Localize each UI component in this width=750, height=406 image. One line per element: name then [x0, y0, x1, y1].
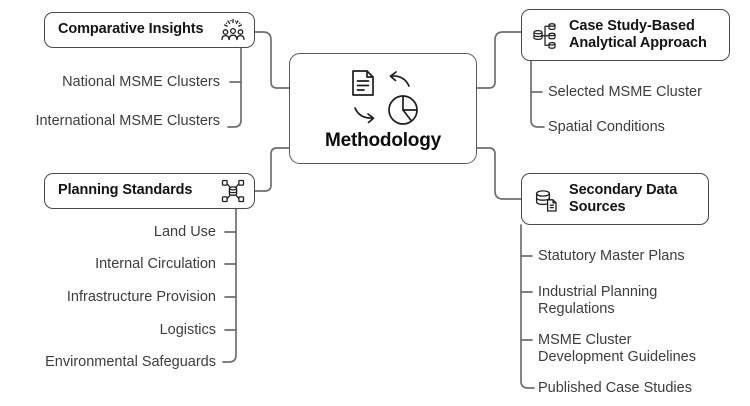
leaf-msme-cluster-development-guidelines: MSME Cluster Development Guidelines [538, 332, 696, 366]
database-hierarchy-icon [533, 23, 556, 49]
leaf-selected-msme-cluster: Selected MSME Cluster [548, 84, 702, 100]
arrow-right-curved-icon [354, 106, 375, 123]
branch-label-secondary-data-sources: Secondary Data Sources [569, 181, 678, 215]
wire-trunk-comparative [227, 47, 242, 128]
leaf-published-case-studies: Published Case Studies [538, 380, 692, 396]
leaf-statutory-master-plans: Statutory Master Plans [538, 248, 685, 264]
wire-trunk-secondary [520, 224, 535, 389]
leaf-national-msme-clusters: National MSME Clusters [62, 74, 220, 90]
leaf-logistics: Logistics [159, 322, 216, 338]
document-icon [352, 69, 374, 96]
wire-center-to-secondary [476, 147, 522, 200]
leaf-industrial-planning-regulations: Industrial Planning Regulations [538, 284, 658, 318]
pie-chart-icon [388, 94, 418, 125]
leaf-infrastructure-provision: Infrastructure Provision [66, 289, 216, 305]
leaf-international-msme-clusters: International MSME Clusters [35, 113, 220, 129]
database-document-icon [535, 190, 557, 212]
branch-node-secondary-data-sources[interactable]: Secondary Data Sources [521, 173, 709, 225]
branch-label-planning-standards: Planning Standards [58, 182, 193, 199]
branch-node-comparative-insights[interactable]: Comparative Insights [44, 12, 255, 48]
wire-trunk-planning [222, 208, 237, 363]
leaf-spatial-conditions: Spatial Conditions [548, 119, 665, 135]
wire-center-to-comparative [254, 31, 290, 89]
methodology-icon-group [352, 69, 418, 125]
wire-center-to-planning [254, 147, 290, 192]
network-nodes-icon [221, 179, 245, 203]
leaf-environmental-safeguards: Environmental Safeguards [45, 354, 216, 370]
branch-node-case-study-based-analytical-approach[interactable]: Case Study-Based Analytical Approach [521, 9, 730, 61]
branch-label-comparative-insights: Comparative Insights [58, 21, 204, 38]
branch-node-planning-standards[interactable]: Planning Standards [44, 173, 255, 209]
center-node-methodology[interactable]: Methodology [289, 53, 477, 164]
center-node-label: Methodology [324, 129, 441, 151]
wire-trunk-casestudy [530, 60, 545, 128]
leaf-land-use: Land Use [153, 224, 216, 240]
community-people-icon [221, 18, 245, 41]
branch-label-case-study-based-analytical-approach: Case Study-Based Analytical Approach [569, 17, 707, 51]
arrow-left-curved-icon [389, 70, 410, 87]
wire-center-to-casestudy [476, 31, 522, 89]
leaf-internal-circulation: Internal Circulation [95, 256, 216, 272]
